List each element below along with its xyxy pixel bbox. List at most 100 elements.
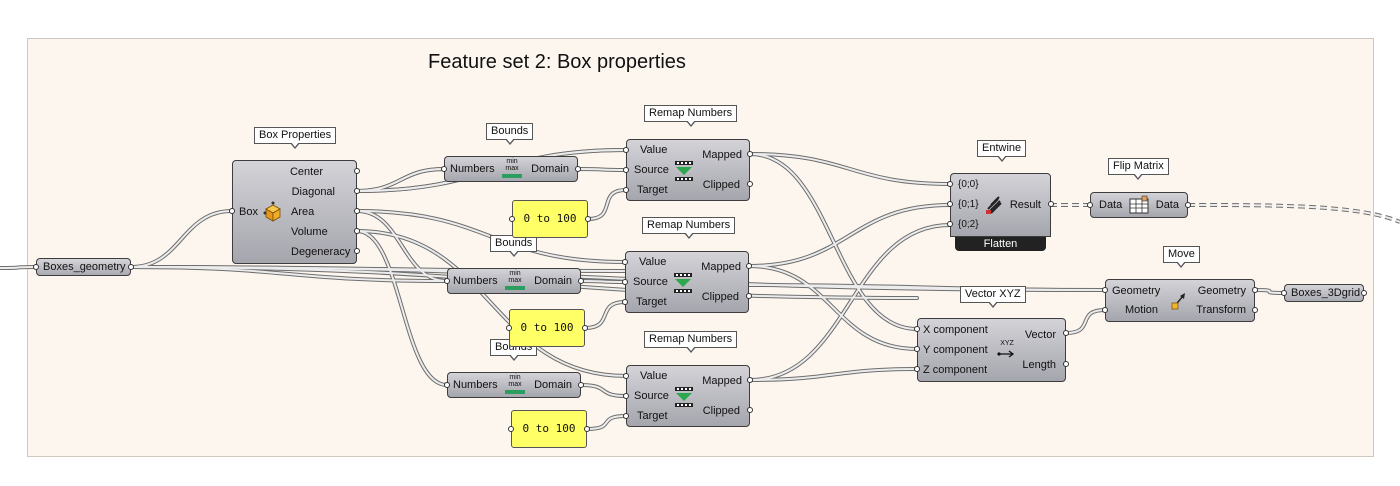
port-numbers-in[interactable]: Numbers bbox=[450, 163, 495, 175]
port-grip[interactable] bbox=[578, 278, 584, 284]
port-grip[interactable] bbox=[623, 373, 629, 379]
port-grip[interactable] bbox=[623, 147, 629, 153]
port-grip[interactable] bbox=[914, 346, 920, 352]
port-grip[interactable] bbox=[128, 264, 134, 270]
bounds-2-component[interactable]: Numbers min max Domain bbox=[447, 268, 581, 294]
port-mapped-out[interactable]: Mapped bbox=[702, 149, 742, 161]
bounds-3-component[interactable]: Numbers min max Domain bbox=[447, 372, 581, 398]
entwine-component[interactable]: {0;0} {0;1} {0;2} Result bbox=[950, 173, 1051, 237]
bounds-1-component[interactable]: Numbers min max Domain bbox=[444, 156, 578, 182]
port-z-component-in[interactable]: Z component bbox=[923, 364, 988, 376]
port-grip[interactable] bbox=[622, 279, 628, 285]
port-box-in[interactable]: Box bbox=[239, 206, 258, 218]
port-domain-out[interactable]: Domain bbox=[531, 163, 569, 175]
port-motion-in[interactable]: Motion bbox=[1125, 304, 1159, 316]
port-grip[interactable] bbox=[746, 293, 752, 299]
port-grip[interactable] bbox=[747, 181, 753, 187]
port-grip[interactable] bbox=[947, 201, 953, 207]
port-diagonal-out[interactable]: Diagonal bbox=[291, 186, 335, 198]
port-grip[interactable] bbox=[747, 377, 753, 383]
port-clipped-out[interactable]: Clipped bbox=[701, 291, 739, 303]
flip-matrix-component[interactable]: Data Data bbox=[1090, 192, 1188, 218]
port-domain-out[interactable]: Domain bbox=[534, 379, 572, 391]
port-grip[interactable] bbox=[623, 187, 629, 193]
remap-3-component[interactable]: Value Source Target Mapped Clipped bbox=[626, 365, 750, 427]
port-grip[interactable] bbox=[578, 382, 584, 388]
port-grip[interactable] bbox=[354, 188, 360, 194]
port-target-in[interactable]: Target bbox=[636, 296, 667, 308]
port-grip[interactable] bbox=[1281, 290, 1287, 296]
port-grip[interactable] bbox=[229, 208, 235, 214]
box-properties-component[interactable]: Box Center Diagonal Area Volume Degenera… bbox=[232, 160, 357, 264]
port-grip[interactable] bbox=[1087, 202, 1093, 208]
port-target-in[interactable]: Target bbox=[637, 410, 668, 422]
port-center-out[interactable]: Center bbox=[289, 166, 323, 178]
port-degeneracy-out[interactable]: Degeneracy bbox=[291, 246, 351, 258]
port-grip[interactable] bbox=[947, 181, 953, 187]
move-component[interactable]: Geometry Motion Geometry Transform bbox=[1105, 279, 1255, 322]
port-branch-1-in[interactable]: {0;1} bbox=[958, 199, 979, 210]
port-value-in[interactable]: Value bbox=[639, 256, 667, 268]
port-grip[interactable] bbox=[1063, 361, 1069, 367]
port-grip[interactable] bbox=[444, 382, 450, 388]
port-value-in[interactable]: Value bbox=[640, 144, 668, 156]
port-grip[interactable] bbox=[354, 208, 360, 214]
port-grip[interactable] bbox=[914, 366, 920, 372]
port-length-out[interactable]: Length bbox=[1022, 359, 1056, 371]
port-source-in[interactable]: Source bbox=[634, 164, 669, 176]
port-value-in[interactable]: Value bbox=[640, 370, 668, 382]
port-y-component-in[interactable]: Y component bbox=[923, 344, 988, 356]
port-numbers-in[interactable]: Numbers bbox=[453, 275, 498, 287]
port-vector-out[interactable]: Vector bbox=[1024, 329, 1056, 341]
port-target-in[interactable]: Target bbox=[637, 184, 668, 196]
port-result-out[interactable]: Result bbox=[1009, 199, 1041, 211]
port-grip[interactable] bbox=[623, 393, 629, 399]
port-grip[interactable] bbox=[747, 151, 753, 157]
port-branch-0-in[interactable]: {0;0} bbox=[958, 179, 979, 190]
port-branch-2-in[interactable]: {0;2} bbox=[958, 219, 979, 230]
boxes-3dgrid-param[interactable]: Boxes_3Dgrid bbox=[1284, 284, 1364, 302]
port-grip[interactable] bbox=[506, 325, 512, 331]
port-geometry-out[interactable]: Geometry bbox=[1197, 285, 1246, 297]
port-volume-out[interactable]: Volume bbox=[291, 226, 328, 238]
vector-xyz-component[interactable]: X component Y component Z component XYZ … bbox=[917, 318, 1066, 382]
port-grip[interactable] bbox=[509, 216, 515, 222]
number-slider-1[interactable]: 0 to 100 bbox=[512, 200, 588, 238]
port-geometry-in[interactable]: Geometry bbox=[1112, 285, 1161, 297]
port-grip[interactable] bbox=[584, 426, 590, 432]
port-grip[interactable] bbox=[623, 167, 629, 173]
port-grip[interactable] bbox=[1252, 307, 1258, 313]
port-grip[interactable] bbox=[746, 263, 752, 269]
port-grip[interactable] bbox=[947, 221, 953, 227]
port-source-in[interactable]: Source bbox=[633, 276, 668, 288]
port-grip[interactable] bbox=[575, 166, 581, 172]
port-grip[interactable] bbox=[508, 426, 514, 432]
port-domain-out[interactable]: Domain bbox=[534, 275, 572, 287]
port-grip[interactable] bbox=[582, 325, 588, 331]
port-grip[interactable] bbox=[747, 407, 753, 413]
port-x-component-in[interactable]: X component bbox=[923, 324, 988, 336]
port-grip[interactable] bbox=[914, 326, 920, 332]
port-grip[interactable] bbox=[444, 278, 450, 284]
remap-2-component[interactable]: Value Source Target Mapped Clipped bbox=[625, 251, 749, 313]
port-source-in[interactable]: Source bbox=[634, 390, 669, 402]
port-clipped-out[interactable]: Clipped bbox=[702, 179, 740, 191]
port-clipped-out[interactable]: Clipped bbox=[702, 405, 740, 417]
port-numbers-in[interactable]: Numbers bbox=[453, 379, 498, 391]
port-grip[interactable] bbox=[623, 413, 629, 419]
boxes-geometry-param[interactable]: Boxes_geometry bbox=[36, 258, 131, 276]
port-grip[interactable] bbox=[441, 166, 447, 172]
port-grip[interactable] bbox=[354, 168, 360, 174]
port-grip[interactable] bbox=[1102, 307, 1108, 313]
port-grip[interactable] bbox=[1063, 330, 1069, 336]
port-grip[interactable] bbox=[1252, 287, 1258, 293]
port-grip[interactable] bbox=[354, 248, 360, 254]
port-transform-out[interactable]: Transform bbox=[1196, 304, 1246, 316]
port-grip[interactable] bbox=[354, 228, 360, 234]
port-mapped-out[interactable]: Mapped bbox=[701, 261, 741, 273]
number-slider-3[interactable]: 0 to 100 bbox=[511, 410, 587, 448]
port-area-out[interactable]: Area bbox=[291, 206, 315, 218]
port-data-in[interactable]: Data bbox=[1099, 199, 1123, 211]
port-grip[interactable] bbox=[622, 299, 628, 305]
port-grip[interactable] bbox=[1361, 290, 1367, 296]
